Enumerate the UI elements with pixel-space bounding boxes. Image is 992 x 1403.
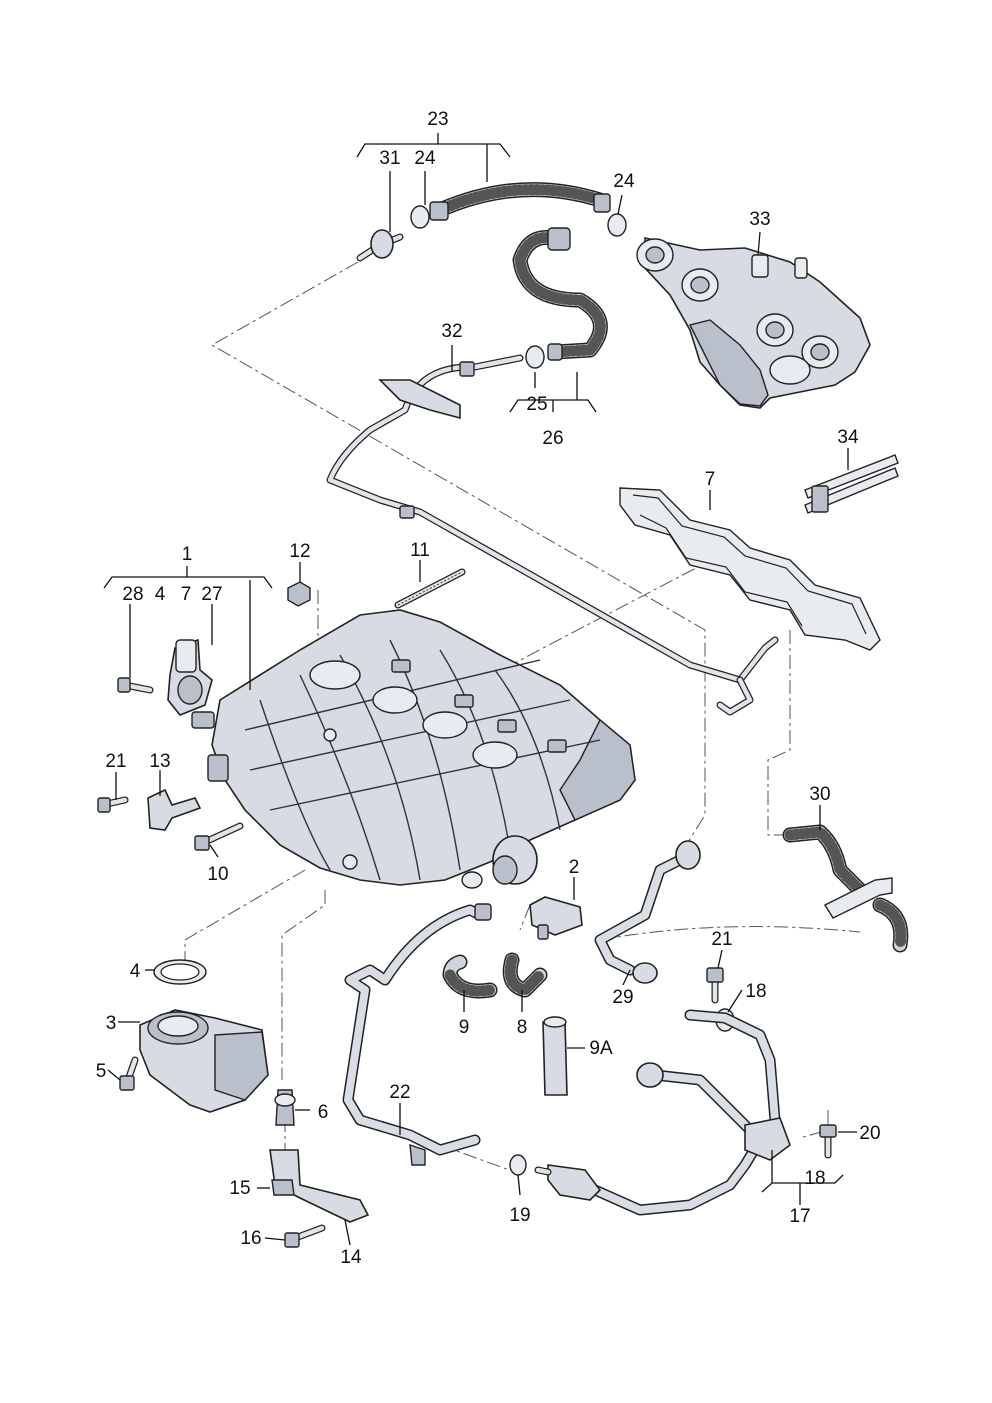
callout-32: 32 [441,321,462,342]
check-valve [356,229,404,262]
callout-20: 20 [859,1123,880,1144]
callout-27: 27 [201,584,222,605]
callout-9A: 9A [589,1038,613,1059]
callout-30: 30 [809,784,830,805]
callout-24-right: 24 [613,171,635,192]
callout-14: 14 [340,1247,362,1268]
vacuum-line [326,354,779,716]
callout-3: 3 [106,1013,117,1034]
callout-1: 1 [182,544,193,565]
callout-17: 17 [789,1206,810,1227]
cable-ties [804,454,899,514]
callout-21-right: 21 [711,929,732,950]
callout-34: 34 [837,427,859,448]
callout-22: 22 [389,1082,410,1103]
callout-24-left: 24 [414,148,436,169]
position-sensor [97,788,202,831]
callout-labels: 23 31 24 24 33 32 25 26 34 7 1 12 11 28 … [96,109,881,1268]
callout-5: 5 [96,1061,107,1082]
callout-23: 23 [427,109,448,130]
breather-hoses [429,182,611,361]
callout-28: 28 [122,584,143,605]
callout-10: 10 [207,864,228,885]
callout-15: 15 [229,1178,250,1199]
intake-manifold [191,609,636,889]
small-screws [706,967,837,1159]
callout-16: 16 [240,1228,261,1249]
callout-2: 2 [569,857,580,878]
stud-and-nut [287,568,466,609]
callout-25: 25 [526,394,547,415]
callout-9: 9 [459,1017,470,1038]
screw-10 [194,822,244,851]
callout-8: 8 [517,1017,528,1038]
callout-6: 6 [318,1102,329,1123]
throttle-body [119,959,269,1113]
callout-7-top: 7 [181,584,192,605]
callout-7-gasket: 7 [705,469,716,490]
lower-hoses [342,824,909,1216]
pressure-sensor [117,638,213,716]
callout-19: 19 [509,1205,530,1226]
callout-4-top: 4 [155,584,166,605]
manifold-gasket [619,487,881,651]
callout-13: 13 [149,751,170,772]
callout-31: 31 [379,148,400,169]
callout-29: 29 [612,987,633,1008]
callout-18-bottom: 18 [804,1168,825,1189]
callout-33: 33 [749,209,770,230]
callout-11: 11 [410,540,430,561]
exhaust-manifold [636,237,871,409]
callout-12: 12 [289,541,310,562]
leader-lines [103,133,857,1246]
callout-21-left: 21 [105,751,126,772]
bracket-assembly [269,1089,370,1248]
callout-18-top: 18 [745,981,766,1002]
callout-26: 26 [542,428,563,449]
callout-4: 4 [130,961,141,982]
